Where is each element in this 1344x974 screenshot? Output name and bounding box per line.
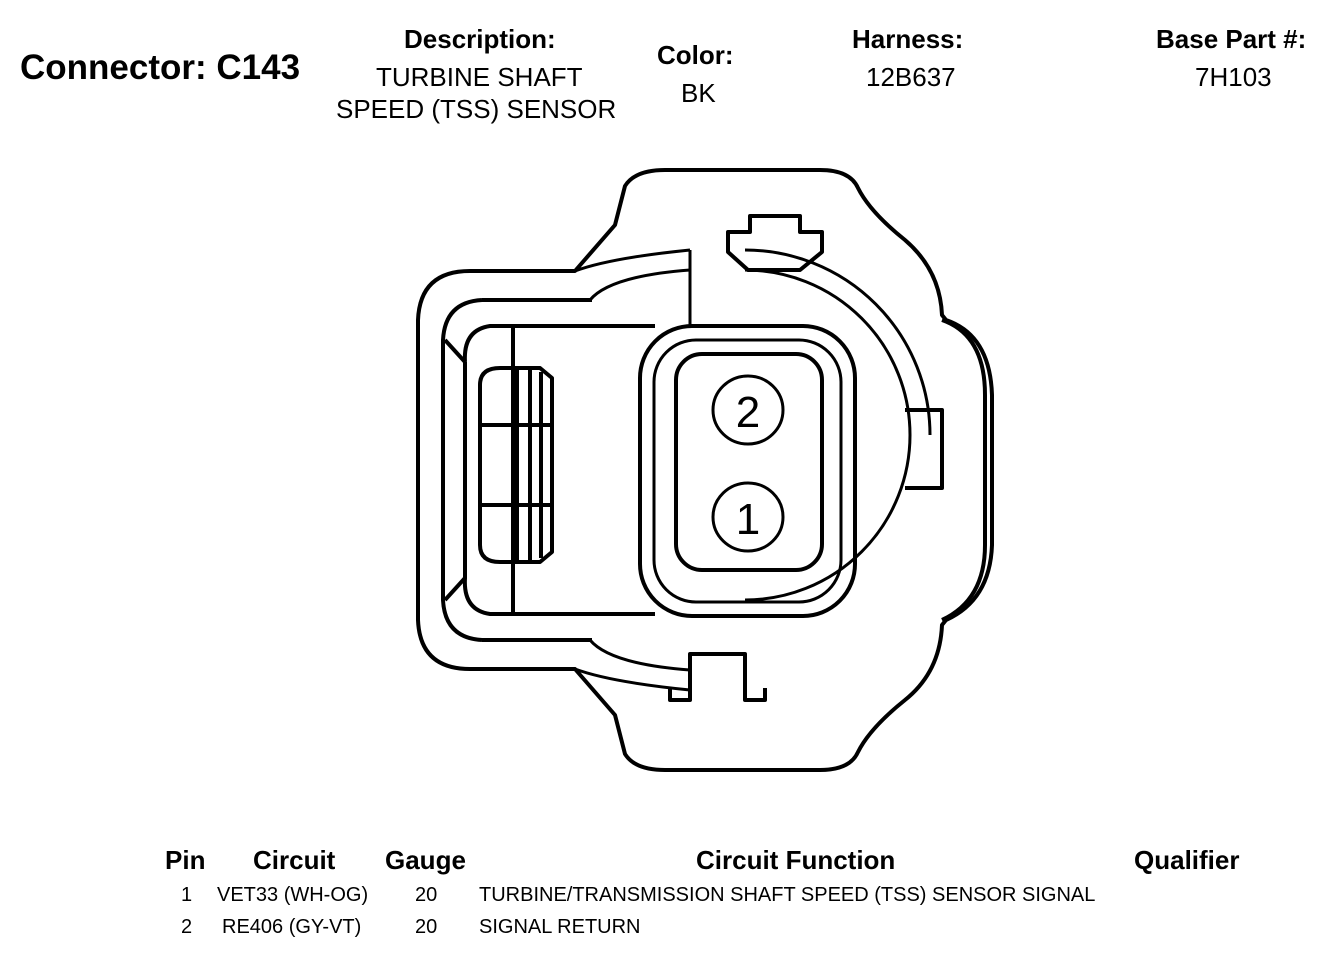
shroud-circle — [744, 268, 912, 602]
connector-title: Connector: C143 — [20, 48, 301, 87]
header-pin: Pin — [165, 845, 206, 875]
latch-ribs — [478, 366, 554, 564]
left-band-outline — [441, 298, 592, 642]
cavity-outer — [638, 324, 857, 618]
row-pin: 2 — [181, 916, 193, 938]
top-key — [726, 214, 824, 272]
pin-2-label: 2 — [736, 388, 760, 437]
right-latch-outline — [941, 318, 987, 622]
description-line1: TURBINE SHAFT — [376, 62, 583, 92]
pin-1-label: 1 — [736, 495, 760, 544]
row-gauge: 20 — [415, 884, 438, 906]
description-line2: SPEED (TSS) SENSOR — [336, 94, 617, 124]
row-function: TURBINE/TRANSMISSION SHAFT SPEED (TSS) S… — [479, 884, 1096, 906]
pin-2-circle — [711, 374, 785, 446]
header-qualifier: Qualifier — [1134, 845, 1240, 875]
color-label: Color: — [657, 40, 734, 70]
harness-value: 12B637 — [866, 62, 956, 92]
cavity-inner — [674, 352, 824, 572]
base-part-value: 7H103 — [1195, 62, 1272, 92]
row-gauge: 20 — [415, 916, 438, 938]
row-function: SIGNAL RETURN — [479, 916, 641, 938]
description-label: Description: — [404, 24, 556, 54]
header-gauge: Gauge — [385, 845, 466, 875]
bottom-key — [668, 652, 767, 702]
harness-label: Harness: — [852, 24, 964, 54]
row-pin: 1 — [181, 884, 193, 906]
color-value: BK — [681, 78, 716, 108]
row-circuit: RE406 (GY-VT) — [222, 916, 362, 938]
cavity-middle — [652, 338, 843, 604]
header-circuit: Circuit — [253, 845, 336, 875]
row-circuit: VET33 (WH-OG) — [217, 884, 369, 906]
header-circuit-function: Circuit Function — [696, 845, 896, 875]
right-latch-tab — [905, 408, 944, 490]
pin-1-circle — [711, 481, 785, 553]
base-part-label: Base Part #: — [1156, 24, 1307, 54]
